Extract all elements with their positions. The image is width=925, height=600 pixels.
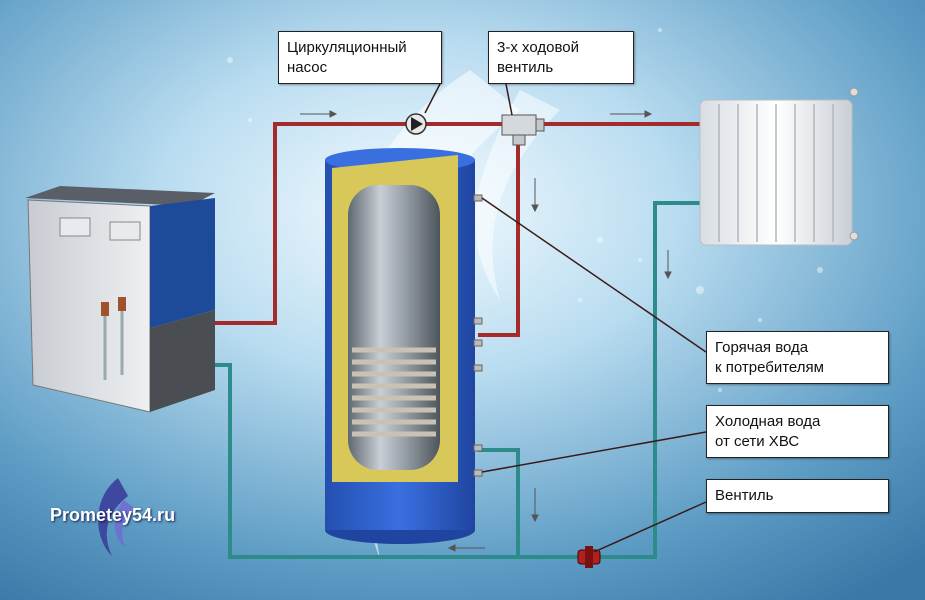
callout-text: Горячая вода <box>715 339 809 356</box>
callout-cold-water: Холодная вода от сети ХВС <box>706 405 889 458</box>
shutoff-valve <box>577 546 601 568</box>
callout-circulation-pump: Циркуляционный насос <box>278 31 442 84</box>
callout-hot-water: Горячая вода к потребителям <box>706 331 889 384</box>
logo-text: Prometey54.ru <box>50 505 176 525</box>
radiator <box>699 87 859 246</box>
callout-three-way-valve: 3-х ходовой вентиль <box>488 31 634 84</box>
three-way-valve <box>501 114 545 146</box>
callout-text: 3-х ходовой <box>497 39 579 56</box>
circulation-pump <box>405 113 427 135</box>
callout-text: к потребителям <box>715 359 824 376</box>
leader-lines <box>424 83 707 553</box>
callout-text: вентиль <box>497 59 554 76</box>
callout-text: от сети ХВС <box>715 433 800 450</box>
water-tank <box>325 148 483 544</box>
flame-logo-icon <box>98 478 134 556</box>
callout-valve: Вентиль <box>706 479 889 513</box>
callout-text: Вентиль <box>715 487 774 504</box>
callout-text: Холодная вода <box>715 413 821 430</box>
callout-text: насос <box>287 59 328 76</box>
hot-pipes <box>213 122 700 337</box>
cold-pipes <box>213 201 700 559</box>
swoosh-2 <box>475 90 560 300</box>
flow-arrows <box>300 110 672 552</box>
callout-text: Циркуляционный <box>287 39 407 56</box>
boiler <box>25 186 215 413</box>
